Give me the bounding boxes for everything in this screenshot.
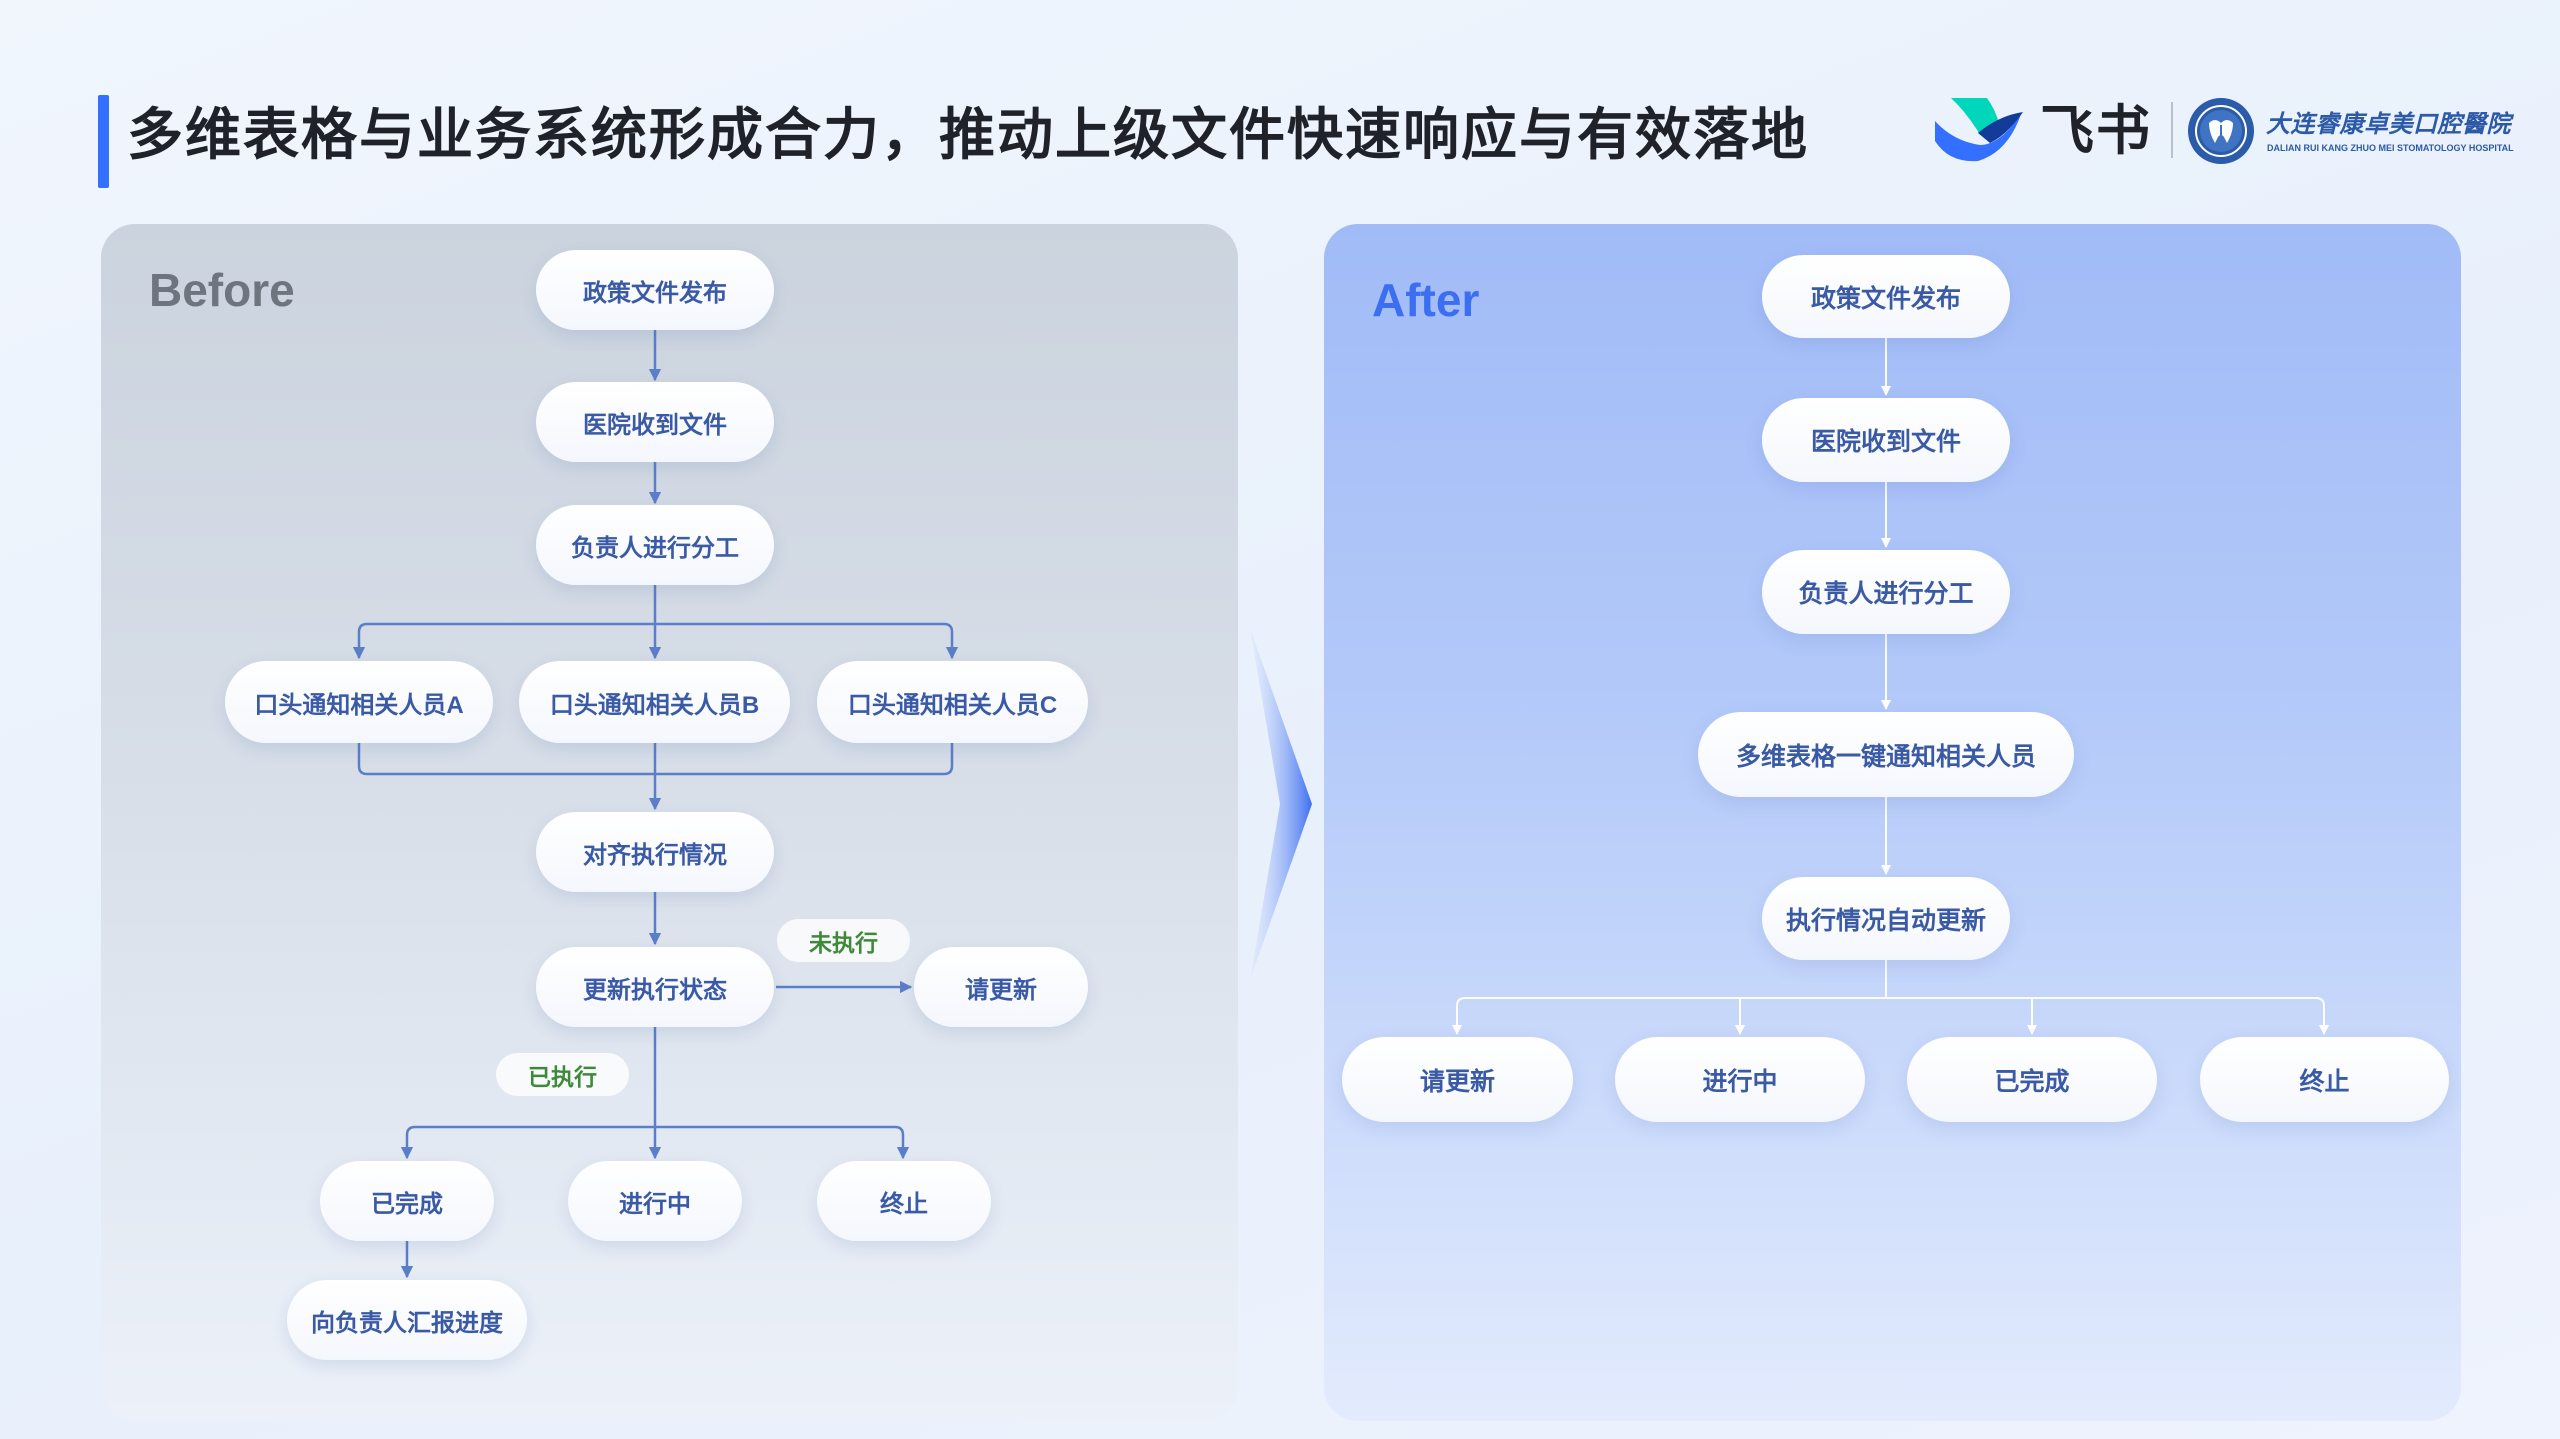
feishu-wordmark: 飞书 bbox=[2040, 101, 2152, 161]
before-node-notify-c: 口头通知相关人员C bbox=[817, 661, 1088, 743]
before-node-update: 更新执行状态 bbox=[536, 947, 774, 1027]
after-node-please-update: 请更新 bbox=[1342, 1037, 1573, 1122]
before-node-notify-a: 口头通知相关人员A bbox=[225, 661, 493, 743]
before-node-in-progress: 进行中 bbox=[568, 1161, 742, 1241]
title-accent-bar bbox=[98, 95, 109, 188]
before-node-report: 向负责人汇报进度 bbox=[287, 1280, 527, 1360]
after-node-notify: 多维表格一键通知相关人员 bbox=[1698, 712, 2074, 797]
before-label: Before bbox=[149, 264, 295, 316]
logo-divider bbox=[2171, 102, 2173, 158]
before-node-notify-b: 口头通知相关人员B bbox=[519, 661, 790, 743]
hospital-name-en: DALIAN RUI KANG ZHUO MEI STOMATOLOGY HOS… bbox=[2267, 143, 2514, 153]
before-node-terminated: 终止 bbox=[817, 1161, 991, 1241]
after-node-auto-update: 执行情况自动更新 bbox=[1762, 877, 2010, 960]
after-node-terminated: 终止 bbox=[2200, 1037, 2449, 1122]
after-node-completed: 已完成 bbox=[1907, 1037, 2157, 1122]
before-node-align: 对齐执行情况 bbox=[536, 812, 774, 892]
hospital-name-cn: 大连睿康卓美口腔醫院 bbox=[2266, 109, 2511, 138]
before-node-completed: 已完成 bbox=[320, 1161, 494, 1241]
hospital-seal-icon bbox=[2188, 98, 2254, 164]
before-node-policy: 政策文件发布 bbox=[536, 250, 774, 330]
before-node-assign: 负责人进行分工 bbox=[536, 505, 774, 585]
after-node-receive: 医院收到文件 bbox=[1762, 398, 2010, 482]
after-node-policy: 政策文件发布 bbox=[1762, 255, 2010, 338]
after-label: After bbox=[1372, 274, 1480, 326]
chevron-right-icon bbox=[1250, 628, 1312, 980]
after-node-assign: 负责人进行分工 bbox=[1762, 550, 2010, 634]
before-node-please-update: 请更新 bbox=[914, 947, 1088, 1027]
feishu-logo-icon bbox=[1935, 98, 2023, 162]
page-title: 多维表格与业务系统形成合力，推动上级文件快速响应与有效落地 bbox=[127, 103, 1809, 166]
before-tag-not-done: 未执行 bbox=[777, 919, 910, 962]
after-node-in-progress: 进行中 bbox=[1615, 1037, 1865, 1122]
before-node-receive: 医院收到文件 bbox=[536, 382, 774, 462]
before-tag-done: 已执行 bbox=[496, 1053, 629, 1096]
